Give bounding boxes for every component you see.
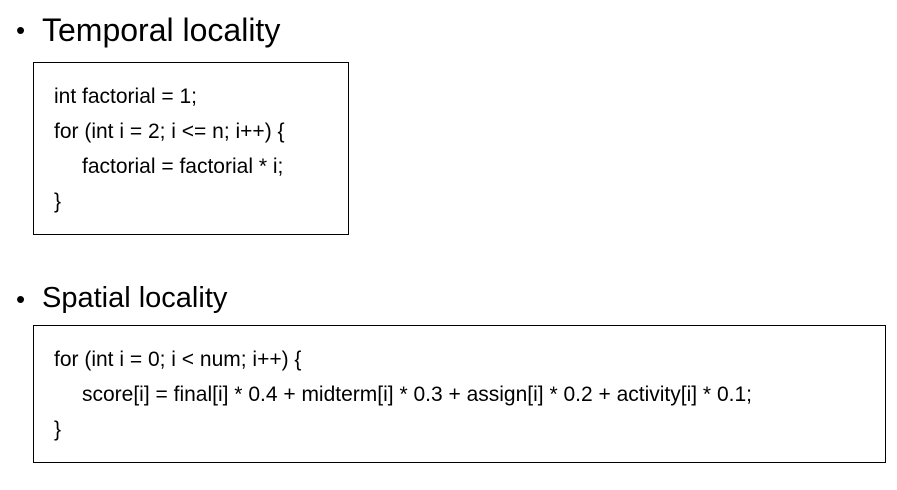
temporal-locality-heading: • Temporal locality xyxy=(16,14,280,46)
spatial-locality-title: Spatial locality xyxy=(42,282,228,314)
code-line: } xyxy=(54,418,62,441)
code-line: } xyxy=(54,190,62,213)
temporal-code-box: int factorial = 1; for (int i = 2; i <= … xyxy=(33,62,349,235)
code-line: int factorial = 1; xyxy=(54,85,197,108)
temporal-locality-title: Temporal locality xyxy=(42,12,281,48)
code-line: for (int i = 2; i <= n; i++) { xyxy=(54,120,285,143)
spatial-code-box: for (int i = 0; i < num; i++) { score[i]… xyxy=(33,325,886,463)
code-line: score[i] = final[i] * 0.4 + midterm[i] *… xyxy=(82,383,752,406)
code-line: factorial = factorial * i; xyxy=(82,155,284,178)
code-line: for (int i = 0; i < num; i++) { xyxy=(54,348,302,371)
bullet-icon: • xyxy=(16,283,26,314)
bullet-icon: • xyxy=(16,15,26,45)
spatial-locality-heading: • Spatial locality xyxy=(16,284,227,313)
